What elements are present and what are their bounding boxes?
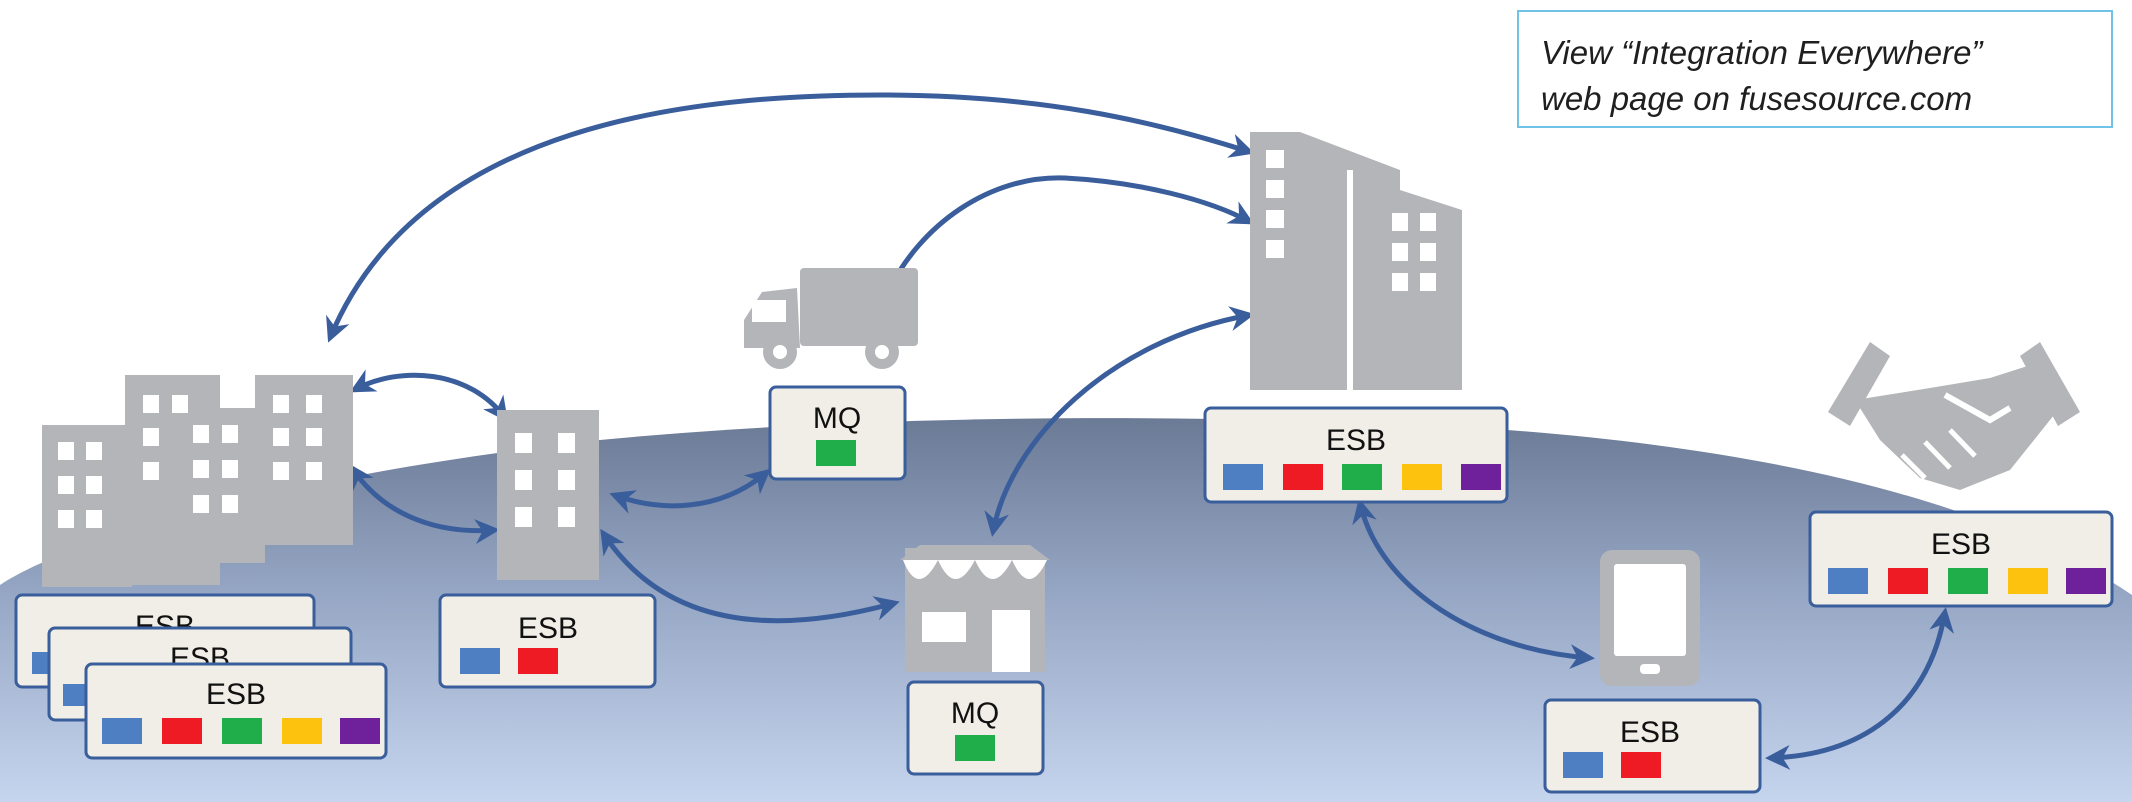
small-building-icon — [497, 410, 599, 580]
arrow-building-to-store — [600, 528, 900, 624]
arrow-mobile-to-partner — [1765, 607, 1954, 770]
esb-label: ESB — [1620, 716, 1680, 749]
skyscraper-icon — [1250, 132, 1462, 390]
callout-line-1: View “Integration Everywhere” — [1541, 34, 1983, 71]
mq-label: MQ — [951, 697, 999, 730]
esb-box-mobile: ESB — [1543, 698, 1762, 794]
esb-box-hq: ESB — [1203, 406, 1509, 504]
arrow-campus-to-building — [349, 369, 508, 423]
arrow-hq-to-store — [984, 306, 1255, 537]
handshake-icon — [1828, 342, 2080, 490]
integration-everywhere-callout[interactable]: View “Integration Everywhere” web page o… — [1517, 10, 2113, 128]
mobile-phone-icon — [1600, 550, 1700, 686]
store-icon — [900, 545, 1050, 672]
connections — [326, 92, 1954, 770]
truck-icon — [744, 268, 918, 369]
esb-box-stack-front: ESB — [84, 662, 388, 760]
mq-box-store: MQ — [906, 680, 1045, 776]
arrow-campus-to-hq — [326, 92, 1255, 343]
esb-label: ESB — [1326, 424, 1386, 457]
arrow-building-to-mq — [609, 468, 771, 514]
esb-label: ESB — [206, 678, 266, 711]
arrow-truck-to-hq — [885, 175, 1255, 297]
esb-box-partner: ESB — [1808, 510, 2114, 608]
arrow-campus-to-building-low — [349, 463, 500, 544]
office-buildings-icon — [42, 375, 353, 587]
arrow-hq-to-mobile — [1352, 498, 1595, 670]
mq-label: MQ — [813, 402, 861, 435]
esb-box-building: ESB — [438, 593, 657, 689]
esb-label: ESB — [518, 612, 578, 645]
mq-box-truck: MQ — [768, 385, 907, 481]
esb-label: ESB — [1931, 528, 1991, 561]
callout-line-2: web page on fusesource.com — [1541, 80, 1973, 117]
